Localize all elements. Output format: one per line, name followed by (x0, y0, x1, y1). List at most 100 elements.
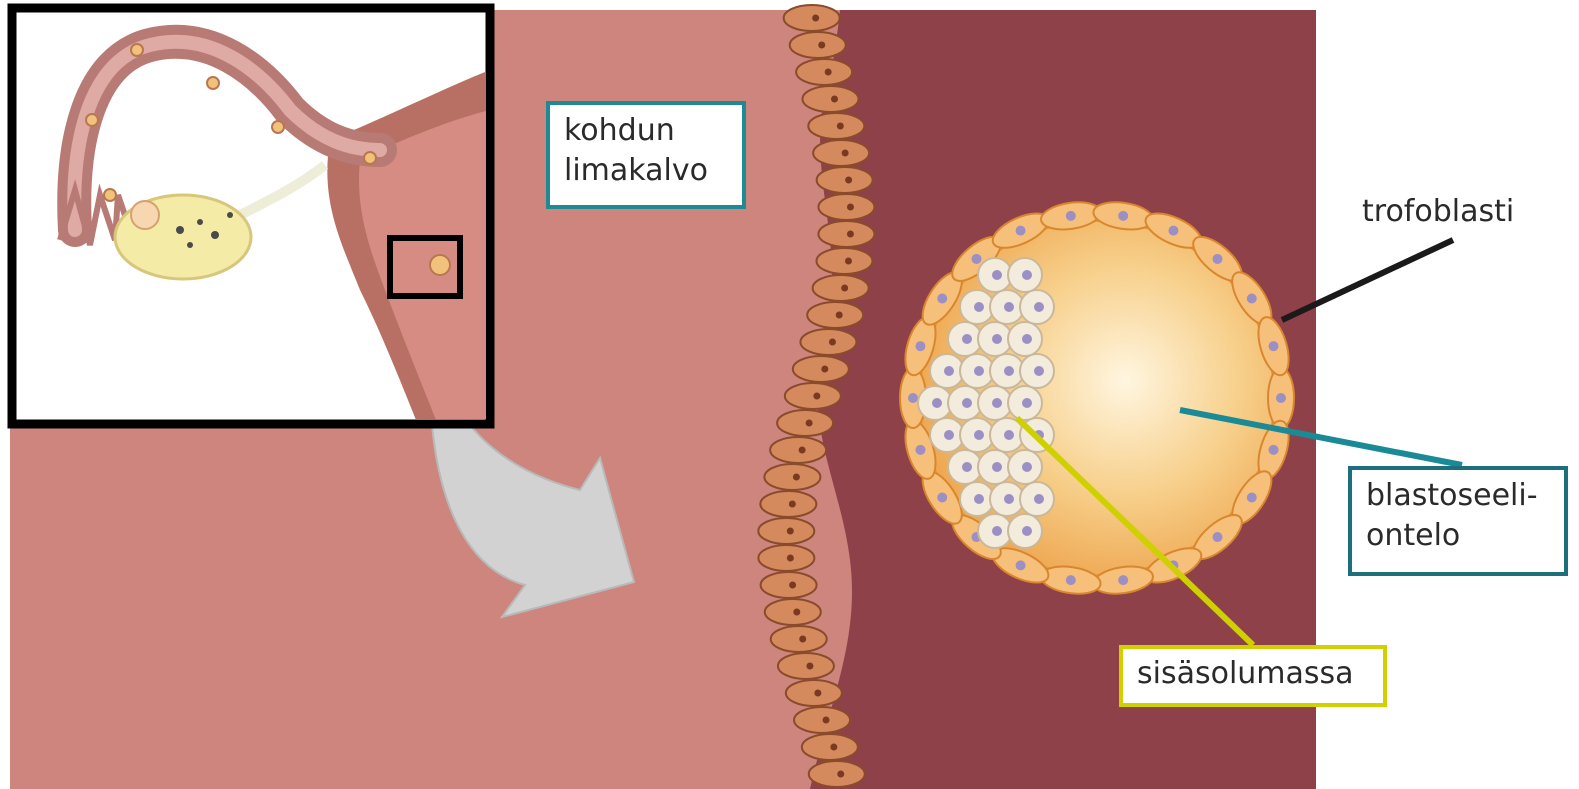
icm-nucleus (974, 494, 984, 504)
trophoblast-nucleus (915, 445, 925, 455)
epithelial-nucleus (831, 96, 838, 103)
icm-nucleus (974, 366, 984, 376)
epithelial-cell (818, 194, 874, 220)
epithelial-cell (778, 653, 834, 679)
epithelial-cell (771, 626, 827, 652)
trophoblast-nucleus (1016, 226, 1026, 236)
trophoblast-label: trofoblasti (1362, 192, 1514, 232)
trophoblast-nucleus (1118, 575, 1128, 585)
trophoblast-nucleus (908, 393, 918, 403)
icm-nucleus (1022, 270, 1032, 280)
epithelial-cell (765, 599, 821, 625)
icm-nucleus (1004, 430, 1014, 440)
epithelial-nucleus (799, 636, 806, 643)
epithelial-nucleus (842, 150, 849, 157)
icm-nucleus (962, 334, 972, 344)
epithelial-nucleus (847, 231, 854, 238)
epithelial-nucleus (806, 420, 813, 427)
trophoblast-nucleus (1212, 532, 1222, 542)
icm-nucleus (1022, 398, 1032, 408)
icm-nucleus (992, 398, 1002, 408)
epithelial-nucleus (847, 204, 854, 211)
epithelial-cell (793, 356, 849, 382)
epithelial-nucleus (830, 744, 837, 751)
uterus-inset (12, 8, 490, 430)
epithelial-nucleus (841, 285, 848, 292)
icm-nucleus (974, 430, 984, 440)
epithelial-cell (785, 383, 841, 409)
icm-nucleus (1004, 366, 1014, 376)
trophoblast-nucleus (1066, 575, 1076, 585)
icm-nucleus (1034, 366, 1044, 376)
icm-nucleus (962, 398, 972, 408)
epithelial-cell (802, 734, 858, 760)
icm-nucleus (992, 462, 1002, 472)
icm-nucleus (962, 462, 972, 472)
icm-nucleus (932, 398, 942, 408)
epithelial-nucleus (799, 447, 806, 454)
endometrium-label: kohdun limakalvo (546, 101, 746, 209)
epithelial-nucleus (845, 177, 852, 184)
epithelial-nucleus (793, 609, 800, 616)
epithelial-cell (770, 437, 826, 463)
epithelial-cell (813, 140, 869, 166)
epithelial-nucleus (787, 555, 794, 562)
epithelial-nucleus (789, 582, 796, 589)
trophoblast-nucleus (1066, 211, 1076, 221)
epithelial-cell (816, 248, 872, 274)
trophoblast-nucleus (1276, 393, 1286, 403)
icm-nucleus (992, 270, 1002, 280)
trophoblast-nucleus (1247, 294, 1257, 304)
epithelial-cell (758, 545, 814, 571)
epithelial-nucleus (823, 717, 830, 724)
inner-cell-mass-label: sisäsolumassa (1119, 645, 1387, 707)
epithelial-cell (761, 572, 817, 598)
trophoblast-nucleus (915, 341, 925, 351)
trophoblast-nucleus (1247, 492, 1257, 502)
epithelial-cell (790, 32, 846, 58)
epithelial-nucleus (821, 366, 828, 373)
epithelial-cell (786, 680, 842, 706)
icm-nucleus (1022, 462, 1032, 472)
trophoblast-nucleus (937, 294, 947, 304)
epithelial-nucleus (836, 312, 843, 319)
blastocoel-label: blastoseeli- ontelo (1348, 466, 1568, 576)
epithelial-cell (796, 59, 852, 85)
trophoblast-nucleus (972, 254, 982, 264)
trophoblast-nucleus (1269, 341, 1279, 351)
epithelial-cell (777, 410, 833, 436)
trophoblast-nucleus (1118, 211, 1128, 221)
icm-nucleus (944, 430, 954, 440)
icm-nucleus (1022, 526, 1032, 536)
epithelial-nucleus (837, 123, 844, 130)
trophoblast-nucleus (1168, 226, 1178, 236)
epithelial-cell (800, 329, 856, 355)
epithelial-cell (794, 707, 850, 733)
epithelial-cell (760, 491, 816, 517)
epithelial-nucleus (818, 42, 825, 49)
epithelial-cell (807, 302, 863, 328)
epithelial-nucleus (787, 528, 794, 535)
trophoblast-nucleus (1269, 445, 1279, 455)
epithelial-cell (808, 113, 864, 139)
epithelial-nucleus (845, 258, 852, 265)
epithelial-nucleus (829, 339, 836, 346)
epithelial-cell (817, 167, 873, 193)
icm-nucleus (992, 526, 1002, 536)
icm-nucleus (1004, 494, 1014, 504)
epithelial-nucleus (789, 501, 796, 508)
icm-nucleus (1022, 334, 1032, 344)
epithelial-cell (813, 275, 869, 301)
icm-nucleus (1034, 494, 1044, 504)
icm-nucleus (1004, 302, 1014, 312)
trophoblast-nucleus (1016, 560, 1026, 570)
epithelial-nucleus (813, 393, 820, 400)
epithelial-nucleus (825, 69, 832, 76)
epithelial-nucleus (806, 663, 813, 670)
epithelial-nucleus (814, 690, 821, 697)
trophoblast-nucleus (1212, 254, 1222, 264)
trophoblast-nucleus (937, 492, 947, 502)
epithelial-cell (809, 761, 865, 787)
epithelial-cell (758, 518, 814, 544)
icm-nucleus (992, 334, 1002, 344)
